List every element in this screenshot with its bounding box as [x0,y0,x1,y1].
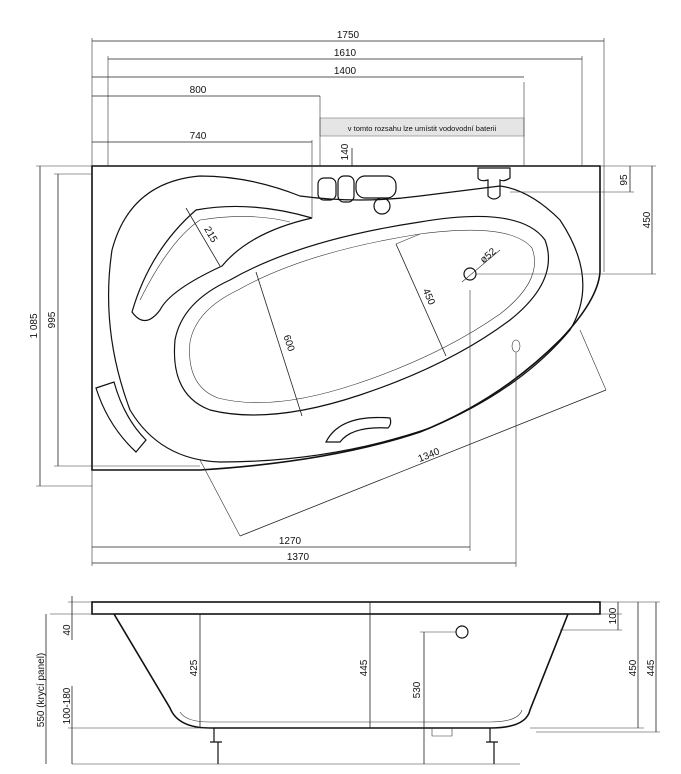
dim-550-panel: 550 (krycí panel) [36,653,47,727]
tub-outer-rim [91,165,601,471]
top-dimensions: 1750 1610 1400 800 740 140 [91,30,605,272]
dim-40: 40 [62,624,73,636]
section-shell-inner [179,709,523,723]
section-overflow-icon [455,625,469,639]
dim-1340: 1340 [417,446,442,465]
section-rim [91,601,601,615]
dim-425: 425 [189,659,200,676]
section-right-dimensions: 100 450 445 [530,601,660,733]
section-shell [113,613,569,729]
dim-450-section: 450 [628,659,639,676]
dim-1370: 1370 [287,552,310,563]
right-dimensions: 95 450 [476,165,656,275]
tub-seat-inner [139,216,291,301]
dim-1750: 1750 [337,30,360,41]
dim-100-180: 100-180 [62,687,73,724]
diagonal-dimension: 1340 [199,329,607,537]
tub-deck-contour [107,175,584,463]
dim-995: 995 [47,311,58,328]
dim-450-right: 450 [642,211,653,228]
tap-left [317,177,337,201]
dim-445-right: 445 [646,659,657,676]
tub-headrest [325,416,392,443]
inner-dimensions: 215 600 450 ø52 [185,207,499,417]
section-leg-left [210,728,222,764]
dim-530: 530 [412,681,423,698]
dim-450-inner: 450 [420,287,437,307]
overflow-fitting [477,167,511,200]
tub-seat-contour [131,205,313,322]
dim-1085: 1 085 [29,313,40,338]
overflow-mark [511,339,521,353]
tub-grab-handle [95,381,147,453]
tap-knob [373,197,391,215]
section-inner-dimensions: 425 445 530 [189,602,456,764]
tap-zone-note: v tomto rozsahu lze umístit vodovodní ba… [348,124,497,133]
dim-95: 95 [619,174,630,186]
plan-view: v tomto rozsahu lze umístit vodovodní ba… [29,30,656,567]
tap-middle [337,175,355,203]
dim-600: 600 [281,334,297,354]
dim-1610: 1610 [334,48,357,59]
tub-basin-outer [173,215,549,416]
section-drain [431,728,453,737]
dim-1270: 1270 [279,536,302,547]
section-leg-right [486,728,498,764]
section-left-dimensions: 40 550 (krycí panel) 100-180 [36,596,212,764]
dim-740: 740 [190,131,207,142]
dim-140: 140 [340,143,351,160]
bottom-dimensions: 1270 1370 [91,290,517,567]
dim-800: 800 [190,85,207,96]
tap-fixtures [317,167,511,215]
tap-spout [355,175,397,199]
dim-445-mid: 445 [359,659,370,676]
dim-215: 215 [201,225,219,245]
dim-diameter-52: ø52 [478,246,499,266]
dim-1400: 1400 [334,66,357,77]
section-view: 40 550 (krycí panel) 100-180 425 445 530 [36,596,660,765]
drain-icon [463,267,477,281]
dim-100: 100 [608,607,619,624]
left-dimensions: 1 085 995 [29,165,200,487]
